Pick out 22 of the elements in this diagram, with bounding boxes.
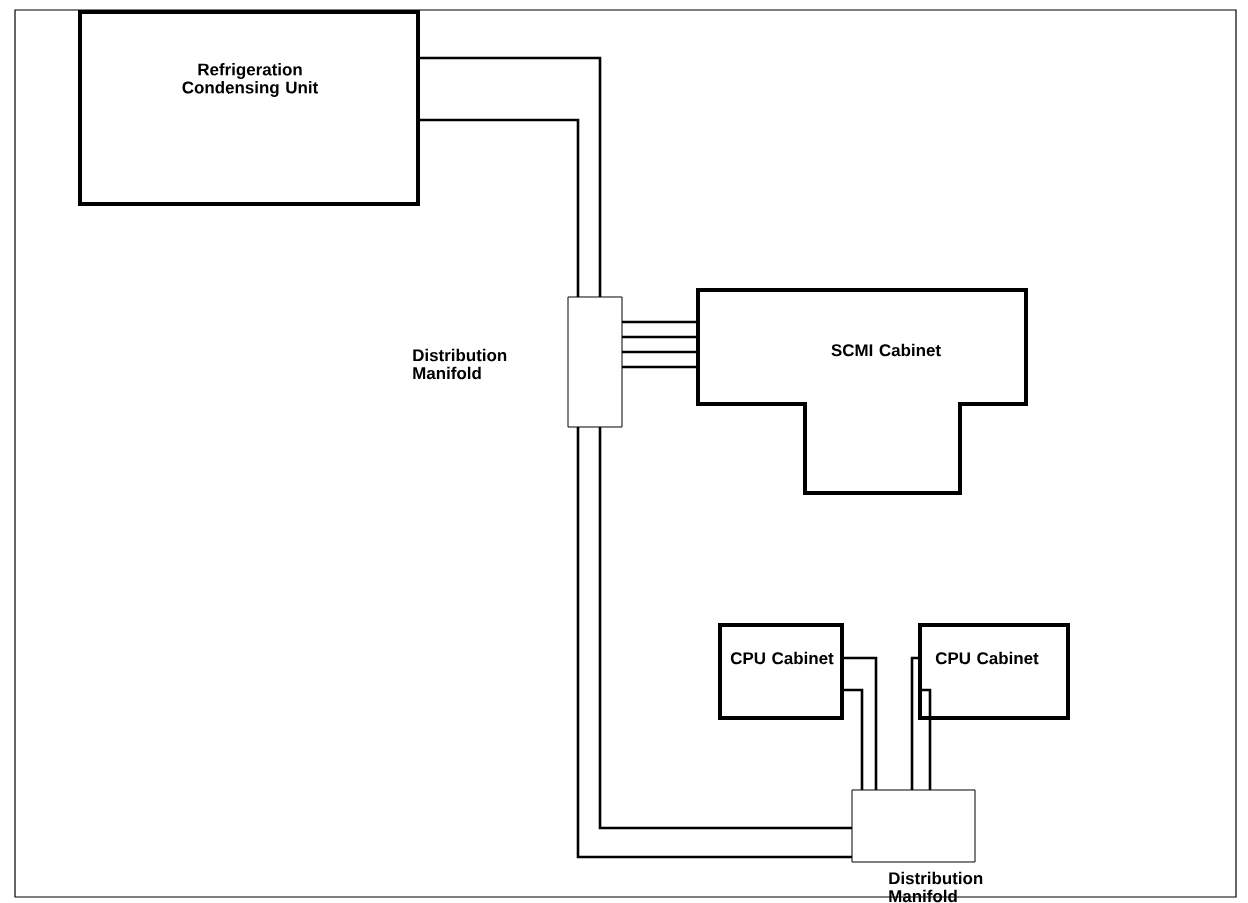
pipe-line <box>622 365 698 369</box>
cabinet-box <box>718 623 844 720</box>
node-label: SCMI Cabinet <box>831 343 941 357</box>
cabinet-box <box>918 623 1070 720</box>
node-label: Refrigeration Condensing Unit <box>182 63 318 97</box>
pipe-line <box>842 656 878 790</box>
manifold-box <box>851 789 976 863</box>
cabinet-shape <box>696 288 1028 495</box>
node-label: CPU Cabinet <box>730 651 834 665</box>
pipe-line <box>910 656 920 790</box>
pipe-line <box>842 688 864 790</box>
pipe-line <box>418 118 580 297</box>
pipe-line <box>622 350 698 354</box>
pipe-line <box>622 320 698 324</box>
node-label: CPU Cabinet <box>935 651 1039 665</box>
pipe-line <box>418 56 602 297</box>
node-label: Distribution Manifold <box>889 871 983 903</box>
manifold-box <box>567 296 623 428</box>
node-label: Distribution Manifold <box>413 348 507 380</box>
pipe-line <box>920 688 932 790</box>
pipe-line <box>622 335 698 339</box>
unit-box <box>78 10 420 206</box>
